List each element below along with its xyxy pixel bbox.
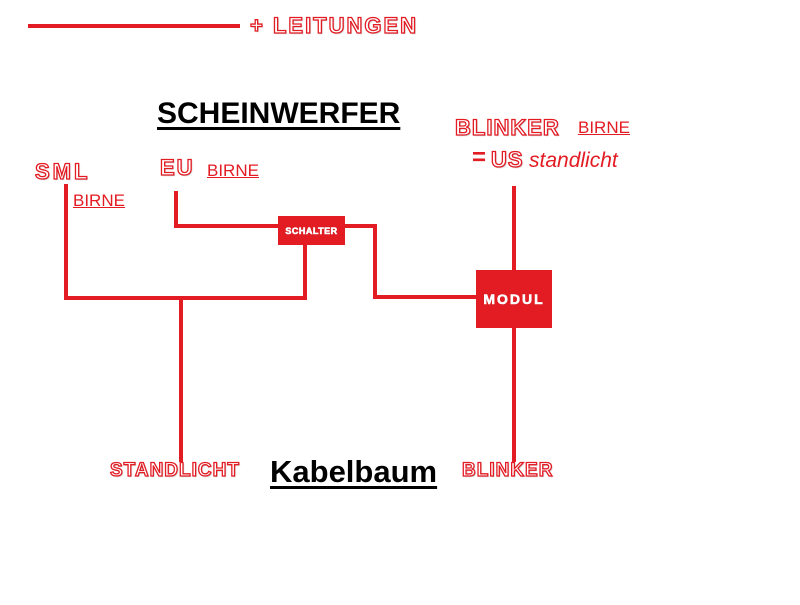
headlamp-title: SCHEINWERFER xyxy=(157,97,401,130)
sml-lamp-label: SML xyxy=(34,159,91,184)
eu-bulb-label: BIRNE xyxy=(207,161,259,180)
harness-blinker-label: BLINKER xyxy=(461,460,554,481)
blinker-equals-sign: = xyxy=(472,144,487,171)
switch-label: SCHALTER xyxy=(285,225,338,236)
switch-box: SCHALTER xyxy=(278,216,345,245)
module-label: MODUL xyxy=(483,291,545,308)
blinker-lamp-label: BLINKER xyxy=(454,115,560,140)
module-box: MODUL xyxy=(476,270,552,328)
harness-standlicht-label: STANDLICHT xyxy=(109,460,240,481)
sml-bulb-label: BIRNE xyxy=(73,191,125,210)
legend-line xyxy=(28,24,240,28)
legend-label: + LEITUNGEN xyxy=(249,13,419,38)
blinker-bulb-label: BIRNE xyxy=(578,118,630,137)
us-standlicht-note: standlicht xyxy=(529,149,618,172)
eu-lamp-label: EU xyxy=(159,155,195,180)
us-label: US xyxy=(490,147,524,172)
harness-title: Kabelbaum xyxy=(270,454,438,489)
